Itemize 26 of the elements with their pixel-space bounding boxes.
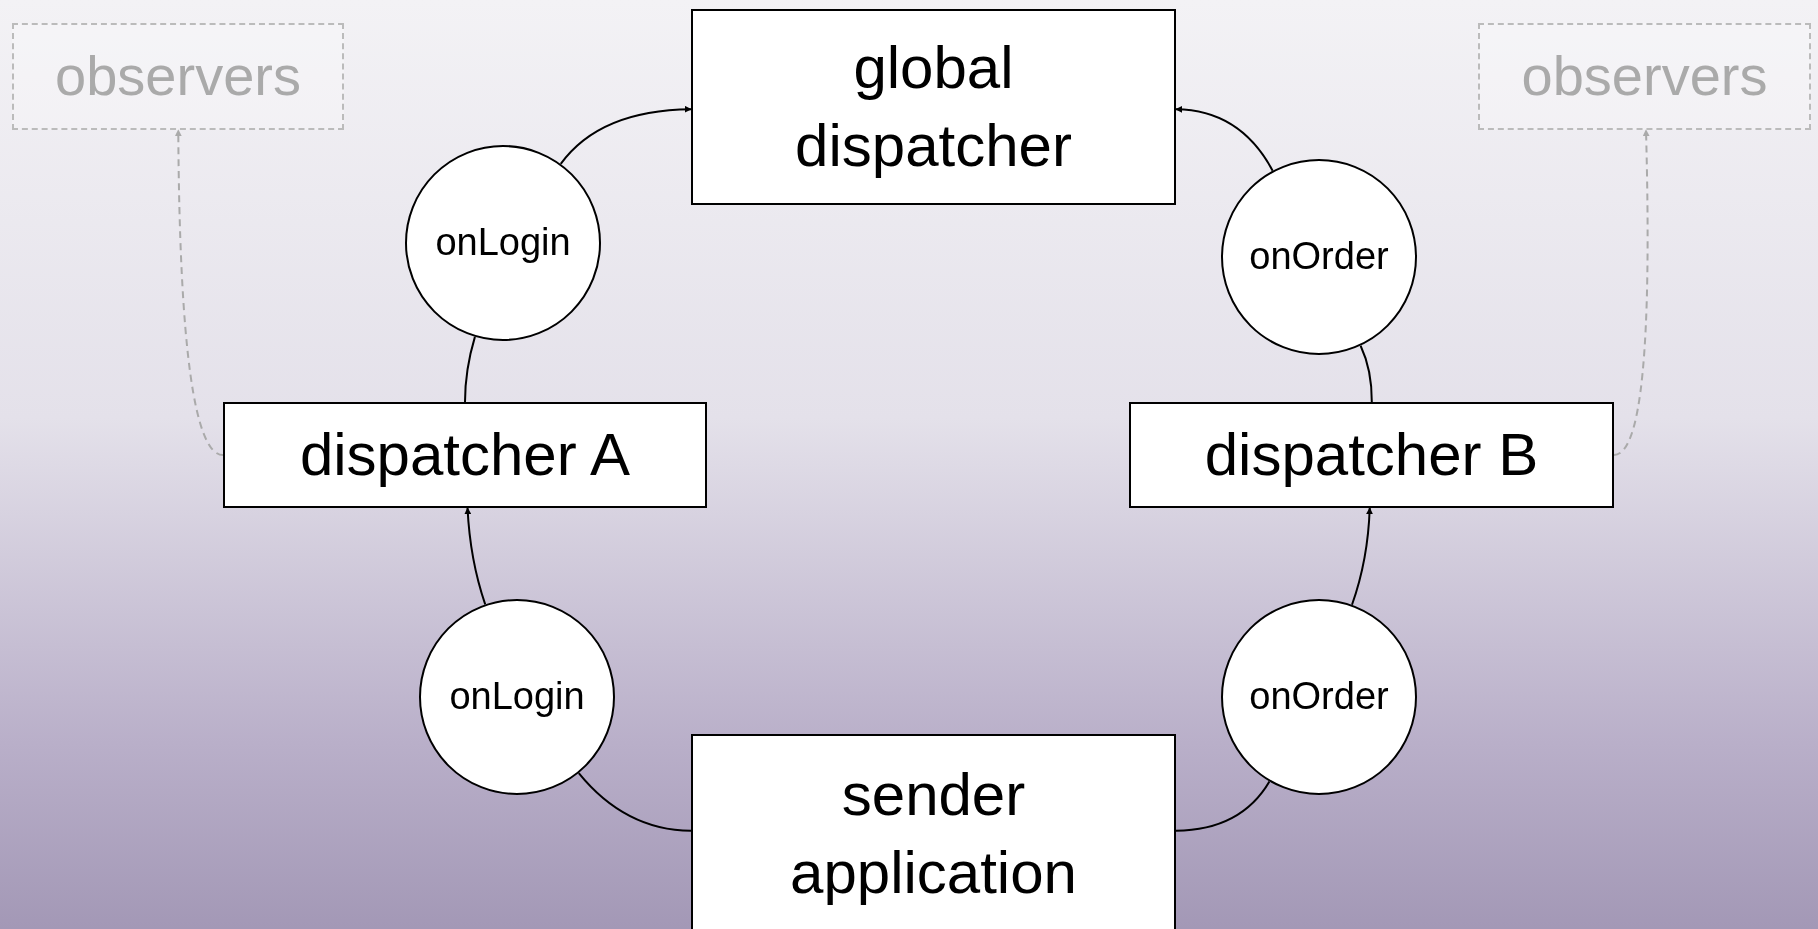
dashed-arrow (1613, 129, 1650, 456)
node-label: sender application (789, 760, 1078, 908)
connector-line (464, 335, 476, 403)
node-label: dispatcher A (299, 420, 631, 490)
node-label: onLogin (449, 674, 585, 720)
connector-line (1359, 344, 1373, 403)
node-label: onOrder (1249, 234, 1389, 280)
observer-box (1478, 23, 1811, 130)
arrow (559, 105, 692, 165)
arrow (464, 507, 487, 606)
observer-box (12, 23, 344, 130)
node-label: dispatcher B (1204, 420, 1539, 490)
node-label: observers (55, 43, 301, 110)
node-label: onOrder (1249, 674, 1389, 720)
connector-line (577, 772, 692, 832)
connector-line (1175, 780, 1271, 832)
process-box (1129, 402, 1614, 508)
process-box (691, 734, 1176, 929)
arrow (1175, 106, 1274, 172)
node-label: observers (1521, 43, 1768, 110)
node-label: onLogin (435, 220, 571, 266)
node-label: global dispatcher (794, 33, 1073, 181)
arrow (1351, 507, 1373, 606)
process-box (691, 9, 1176, 205)
dashed-arrow (174, 129, 224, 456)
process-box (223, 402, 707, 508)
